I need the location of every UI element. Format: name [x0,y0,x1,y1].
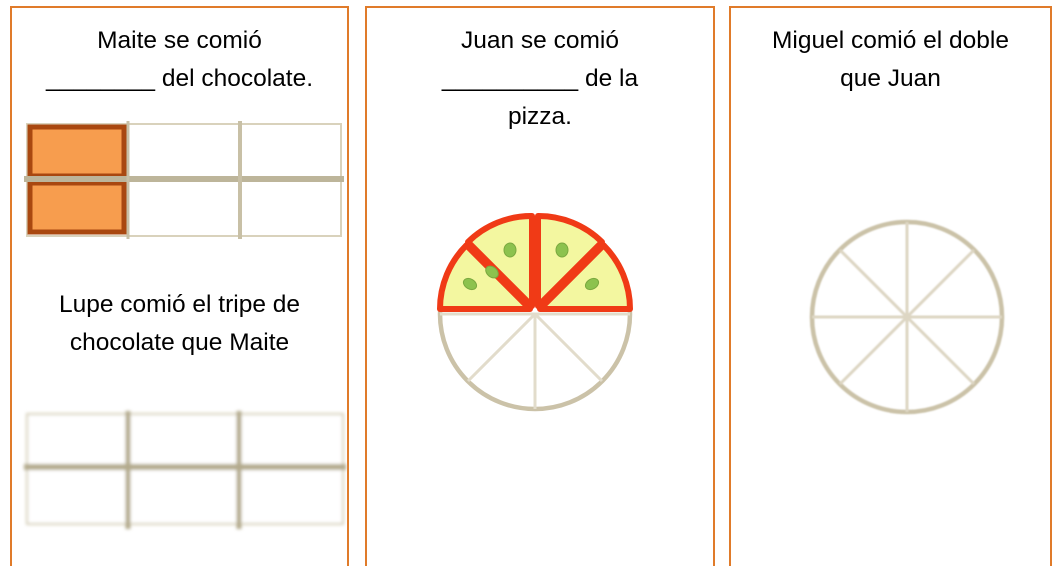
lupe-question-text: Lupe comió el tripe de chocolate que Mai… [58,291,301,356]
maite-question-text: Maite se comió ________ del chocolate. [46,27,313,92]
pizza-slice-4 [537,242,633,312]
pizza-diagram [437,212,633,412]
pizza-panel: Juan se comió __________ de la pizza. [365,6,715,566]
chocolate-piece-eaten-2 [27,180,127,235]
pizza-slice-1 [437,242,533,312]
chocolate-piece-eaten-1 [27,124,127,179]
pizza-topping [462,277,478,291]
pizza-slice-2 [465,212,535,309]
chocolate-panel: Maite se comió ________ del chocolate. L… [10,6,349,566]
juan-question-text: Juan se comió __________ de la pizza. [441,27,639,130]
plate-diagram [809,219,1005,415]
miguel-question-text: Miguel comió el doble que Juan [772,27,1009,92]
pizza-topping [503,242,517,258]
pizza-topping [555,242,569,258]
chocolate-bar-shaded [24,121,344,239]
pizza-topping [584,277,600,291]
chocolate-bar-empty [24,411,346,529]
pizza-slice-3 [535,212,605,309]
pizza-topping [485,265,499,279]
miguel-panel: Miguel comió el doble que Juan [729,6,1052,566]
